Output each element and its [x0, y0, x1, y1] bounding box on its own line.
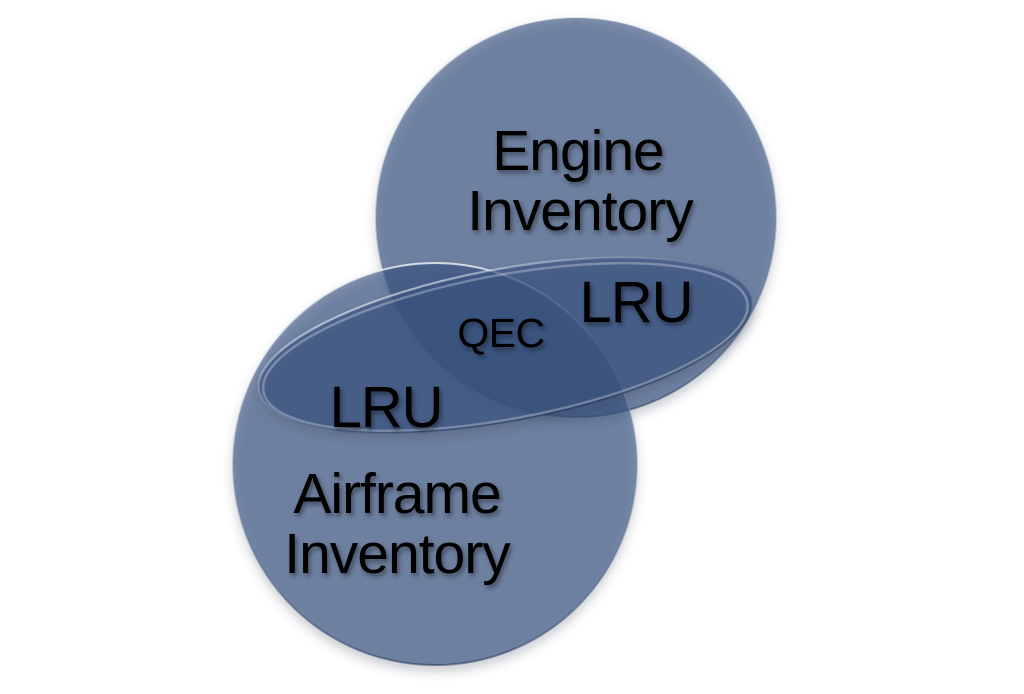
engine-inventory-label-line1: Engine: [492, 119, 664, 183]
lru-band-ellipse: [257, 256, 753, 434]
qec-label: QEC: [457, 310, 544, 356]
airframe-inventory-label-line2: Inventory: [284, 522, 511, 586]
lru-label-engine-side: LRU: [579, 270, 692, 335]
engine-inventory-label-line2: Inventory: [467, 179, 694, 243]
lru-label-airframe-side: LRU: [329, 375, 442, 440]
airframe-inventory-label-line1: Airframe: [293, 462, 500, 526]
